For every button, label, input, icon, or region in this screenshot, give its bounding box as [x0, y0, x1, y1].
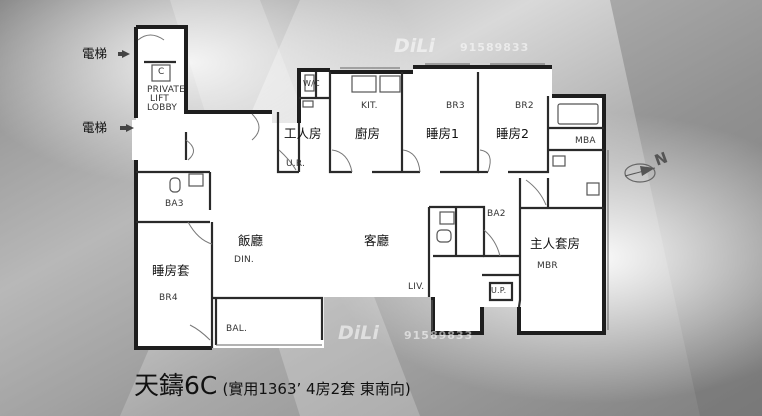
living-code: LIV.: [408, 282, 425, 292]
bedroom3-code: BR3: [446, 101, 465, 111]
maid-room-code: U.R.: [286, 159, 306, 169]
dining-code: DIN.: [234, 255, 254, 265]
watermark-brand: DiLi: [338, 322, 379, 344]
lift-label-middle: 電梯: [82, 120, 108, 135]
bath3-label: BA3: [165, 199, 184, 209]
bedroom2-code: BR2: [515, 101, 534, 111]
maid-room-label: 工人房: [284, 126, 322, 141]
kitchen-code: KIT.: [361, 101, 378, 111]
lift-arrow-middle-icon: [120, 126, 126, 130]
watermark-brand: DiLi: [394, 35, 435, 57]
compass-icon: [624, 163, 656, 183]
bedroom4-label: 睡房套: [152, 263, 190, 278]
lift-arrow-middle-icon: [126, 124, 134, 132]
interior-walls: [136, 60, 604, 348]
lift-arrow-top-icon: [118, 52, 123, 56]
lift-lobby-label-line1: PRIVATE: [147, 85, 185, 95]
plan-caption: 天鑄6C (實用1363’ 4房2套 東南向): [134, 366, 411, 402]
dining-label: 飯廳: [238, 233, 264, 248]
lift-lobby-code: C: [158, 67, 165, 77]
watermark-phone: 91589833: [460, 41, 530, 54]
windows: [216, 63, 609, 346]
balcony-label: BAL.: [226, 324, 248, 334]
bath2-label: BA2: [487, 209, 506, 219]
lift-lobby-label-line2: LIFT: [150, 94, 169, 104]
watermark-phone: 91589833: [340, 264, 410, 277]
door-swings: [137, 34, 547, 341]
bedroom3-label: 睡房1: [426, 126, 459, 141]
utility-platform-label: U.P.: [491, 286, 507, 295]
lift-lobby-label-line3: LOBBY: [147, 103, 178, 113]
bedroom4-code: BR4: [159, 293, 178, 303]
master-bath-label: MBA: [575, 136, 596, 146]
plan-title: 天鑄6C: [134, 371, 218, 400]
plan-spec: (實用1363’ 4房2套 東南向): [222, 380, 411, 398]
fixtures: [151, 64, 600, 243]
master-bedroom-label: 主人套房: [530, 236, 581, 251]
kitchen-label: 廚房: [355, 126, 381, 141]
bedroom2-label: 睡房2: [496, 126, 529, 141]
master-bedroom-code: MBR: [537, 261, 558, 271]
floor-slab: [132, 27, 602, 348]
lift-label-top: 電梯: [82, 46, 108, 61]
watermark-brand: DiLi: [270, 253, 316, 277]
living-label: 客廳: [364, 233, 390, 248]
watermark-phone: 91589833: [404, 329, 474, 342]
wc-label: W/C: [303, 79, 320, 88]
lift-arrow-top-icon: [122, 50, 130, 58]
